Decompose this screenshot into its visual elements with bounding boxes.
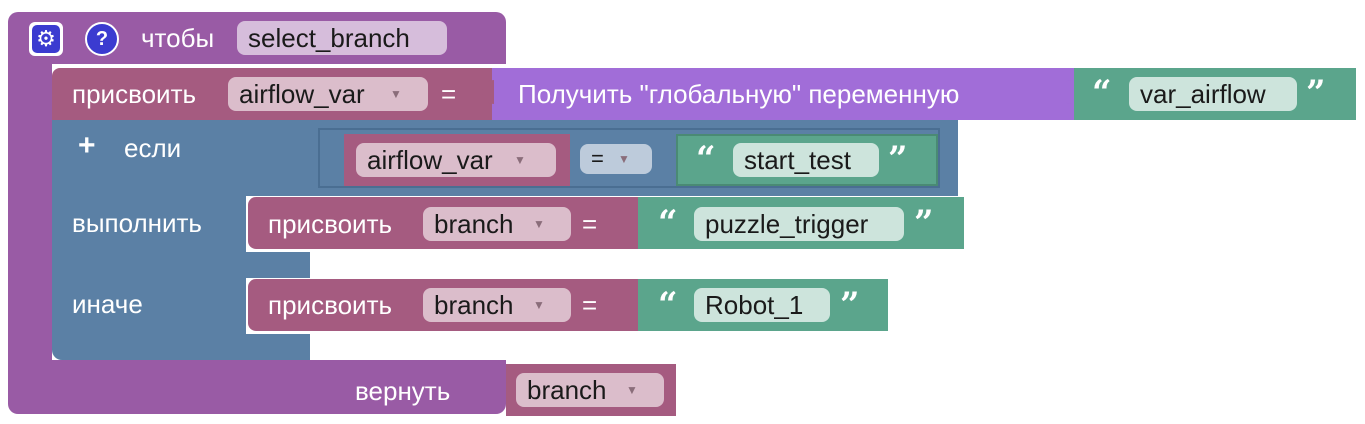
text-robot-field[interactable]: Robot_1: [694, 288, 830, 322]
set-keyword: присвоить: [72, 79, 197, 109]
set-keyword: присвоить: [268, 209, 393, 239]
compare-operator-label: =: [591, 146, 604, 171]
do-label: выполнить: [72, 208, 202, 238]
text-var-airflow-field[interactable]: var_airflow: [1129, 77, 1297, 111]
dropdown-arrow-icon: ▼: [514, 153, 526, 167]
get-global-block[interactable]: [492, 68, 1074, 120]
set-keyword: присвоить: [268, 290, 393, 320]
equals-sign: =: [582, 290, 598, 320]
branch-var-dropdown[interactable]: branch ▼: [423, 288, 571, 322]
help-icon[interactable]: ?: [85, 22, 119, 56]
gear-icon[interactable]: ⚙: [29, 22, 63, 56]
compare-right-text-field[interactable]: start_test: [733, 143, 879, 177]
airflow-var-label: airflow_var: [239, 79, 365, 109]
dropdown-arrow-icon: ▼: [533, 298, 545, 312]
compare-left-var-label: airflow_var: [367, 145, 493, 175]
open-quote-icon: “: [658, 285, 678, 325]
open-quote-icon: “: [696, 139, 716, 179]
open-quote-icon: “: [658, 203, 678, 243]
branch-var-dropdown[interactable]: branch ▼: [423, 207, 571, 241]
text-connector: [1060, 80, 1074, 104]
return-label: вернуть: [355, 376, 451, 406]
dropdown-arrow-icon: ▼: [618, 152, 630, 166]
close-quote-icon: ”: [1306, 73, 1326, 113]
branch-var-label: branch: [434, 290, 514, 320]
procedure-keyword: чтобы: [141, 23, 215, 53]
branch-var-label: branch: [434, 209, 514, 239]
else-label: иначе: [72, 289, 143, 319]
plus-icon[interactable]: +: [78, 129, 96, 162]
compare-operator-dropdown[interactable]: = ▼: [580, 144, 652, 174]
compare-left-var-dropdown[interactable]: airflow_var ▼: [356, 143, 556, 177]
get-global-label: Получить "глобальную" переменную: [518, 79, 960, 109]
get-global-connector: [482, 80, 494, 104]
close-quote-icon: ”: [914, 203, 934, 243]
close-quote-icon: ”: [840, 285, 860, 325]
equals-sign: =: [441, 79, 457, 109]
close-quote-icon: ”: [888, 139, 908, 179]
dropdown-arrow-icon: ▼: [390, 87, 402, 101]
text-puzzle-trigger-field[interactable]: puzzle_trigger: [694, 207, 904, 241]
airflow-var-dropdown[interactable]: airflow_var ▼: [228, 77, 428, 111]
open-quote-icon: “: [1092, 73, 1112, 113]
equals-sign: =: [582, 209, 598, 239]
procedure-name-field[interactable]: select_branch: [237, 21, 447, 55]
return-var-dropdown[interactable]: branch ▼: [516, 373, 664, 407]
return-var-label: branch: [527, 375, 607, 405]
if-label: если: [124, 133, 182, 163]
dropdown-arrow-icon: ▼: [533, 217, 545, 231]
dropdown-arrow-icon: ▼: [626, 383, 638, 397]
